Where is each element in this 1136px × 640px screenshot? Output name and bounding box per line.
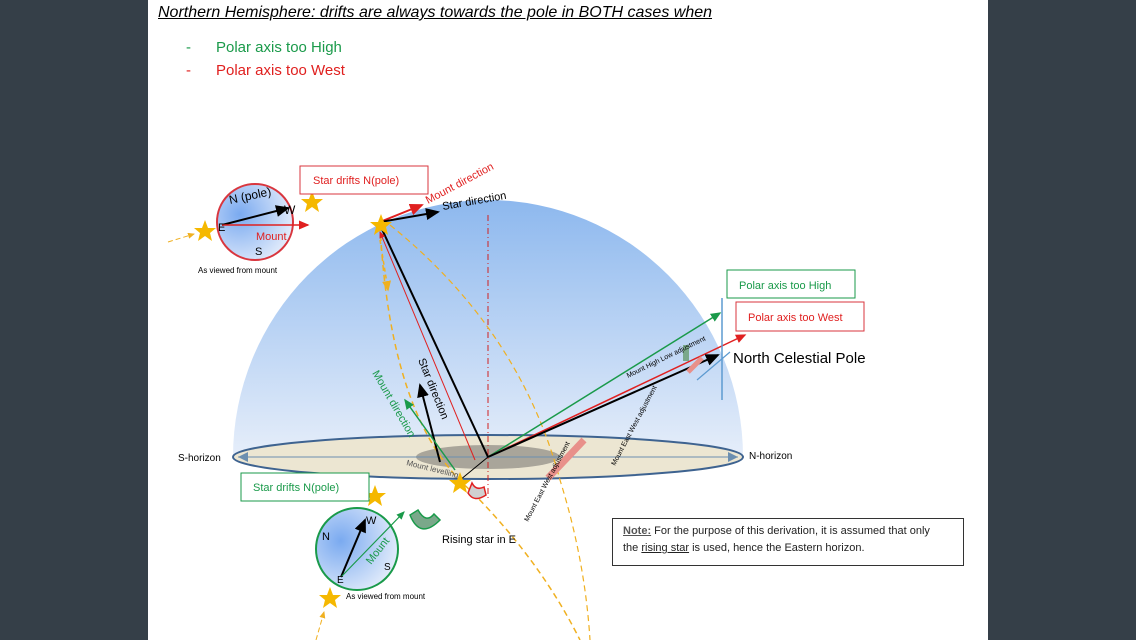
- polar-high-label: Polar axis too High: [739, 280, 831, 292]
- top-compass: [216, 183, 294, 261]
- bullet-text: Polar axis too West: [216, 62, 345, 79]
- polar-axis-high-arrow: [487, 312, 722, 458]
- bottom-drift-box: [240, 472, 370, 502]
- compass-caption: As viewed from mount: [198, 266, 278, 275]
- rotate-icon-green: [409, 508, 442, 530]
- mount-direction-mid-arrow: [404, 398, 456, 471]
- bullet-dash: -: [186, 39, 191, 56]
- s-horizon-label: S-horizon: [178, 453, 221, 464]
- star-icon: [319, 587, 341, 608]
- polar-west-label: Polar axis too West: [748, 312, 843, 324]
- compass-caption: As viewed from mount: [346, 592, 426, 601]
- rotate-icon: [467, 481, 487, 500]
- star-line: [379, 224, 489, 458]
- bullet-polar-west: - Polar axis too West: [186, 62, 345, 79]
- celestial-diagram: N (pole) W E S Mount As viewed from moun…: [167, 161, 866, 640]
- compass-n: N: [322, 531, 330, 543]
- page-title: Northern Hemisphere: drifts are always t…: [158, 4, 713, 21]
- compass-w: W: [284, 203, 296, 217]
- star-icon: [449, 472, 471, 493]
- star-direction-top-arrow: [379, 208, 440, 223]
- note-text: the: [623, 542, 642, 554]
- ncp-label: North Celestial Pole: [733, 350, 866, 367]
- compass-mount: Mount: [256, 231, 287, 243]
- bottom-compass: [315, 507, 399, 591]
- ncp-arrow: [487, 354, 720, 458]
- compass-s: S: [255, 246, 262, 258]
- bullet-text: Polar axis too High: [216, 39, 342, 56]
- east-west-adjust-arrow: [545, 437, 587, 481]
- star-path-2: [389, 224, 591, 640]
- n-horizon-label: N-horizon: [749, 451, 792, 462]
- star-icon: [301, 191, 323, 212]
- note-text: For the purpose of this derivation, it i…: [651, 525, 930, 537]
- mount-direction-top-arrow: [379, 203, 424, 223]
- star-icon: [370, 214, 392, 235]
- bullet-polar-high: - Polar axis too High: [186, 39, 342, 56]
- polar-west-box: [735, 301, 865, 332]
- polar-high-box: [726, 269, 856, 299]
- star-icon: [194, 220, 216, 241]
- star-direction-mid-arrow: [417, 383, 441, 463]
- note-label: Note:: [623, 525, 652, 537]
- compass-e: E: [337, 575, 344, 586]
- polar-axis-west-arrow: [487, 334, 747, 458]
- rising-star-label: Rising star in E: [442, 534, 516, 546]
- top-drift-box: [299, 165, 429, 195]
- compass-s: S: [384, 562, 391, 573]
- slide-page: Northern Hemisphere: drifts are always t…: [148, 0, 988, 640]
- bullet-dash: -: [186, 62, 191, 79]
- bottom-drift-label: Star drifts N(pole): [253, 482, 339, 494]
- note-text: is used, hence the Eastern horizon.: [689, 542, 865, 554]
- note-box: Note: For the purpose of this derivation…: [612, 518, 964, 566]
- top-drift-label: Star drifts N(pole): [313, 175, 399, 187]
- compass-e: E: [218, 222, 225, 234]
- compass-w: W: [366, 515, 377, 527]
- mount-line: [379, 231, 476, 461]
- note-emphasis: rising star: [641, 542, 690, 554]
